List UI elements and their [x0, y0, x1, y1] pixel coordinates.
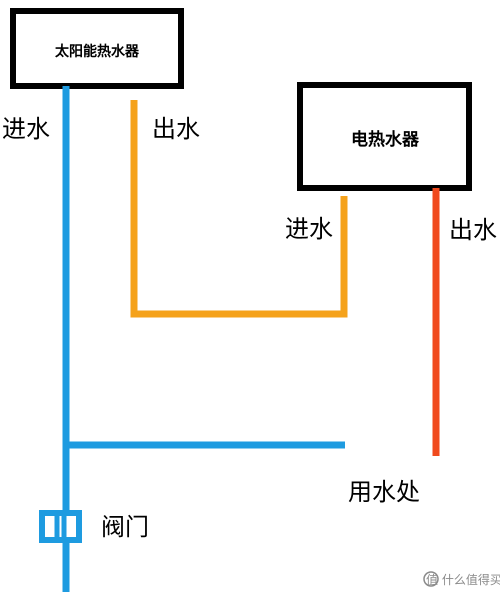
watermark: 值 什么值得买 [423, 571, 500, 587]
solar-inlet-label: 进水 [2, 115, 50, 143]
electric-water-heater-label: 电热水器 [351, 129, 420, 150]
watermark-text: 值 什么值得买 [426, 572, 500, 587]
electric-outlet-label: 出水 [449, 216, 497, 244]
solar-water-heater: 太阳能热水器 [10, 8, 184, 89]
warm-water-pipe [130, 100, 348, 318]
warm-water-line [130, 100, 348, 318]
solar-water-heater-label: 太阳能热水器 [55, 43, 140, 60]
solar-water-heater-box [10, 8, 184, 89]
usage-point-label: 用水处 [348, 478, 420, 506]
valve-label: 阀门 [101, 513, 149, 541]
brand-logo-icon [423, 571, 439, 587]
electric-inlet-label: 进水 [285, 215, 333, 243]
electric-water-heater-box [297, 82, 472, 191]
cold-water-pipe [62, 86, 345, 592]
electric-water-heater: 电热水器 [297, 82, 472, 191]
valve-body [39, 510, 82, 543]
solar-outlet-label: 出水 [152, 115, 200, 143]
valve-icon [39, 510, 82, 543]
